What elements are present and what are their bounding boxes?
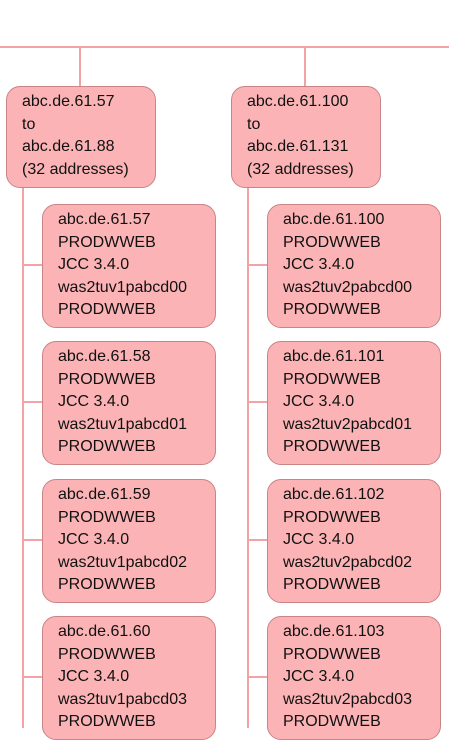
server-database: PRODWWEB bbox=[283, 713, 381, 730]
server-location: PRODWWEB bbox=[58, 508, 156, 526]
range-end: abc.de.61.88 bbox=[22, 138, 115, 155]
server-database: PRODWWEB bbox=[58, 438, 156, 455]
server-node: abc.de.61.103 PRODWWEB JCC 3.4.0 was2tuv… bbox=[267, 616, 441, 740]
range-start: abc.de.61.57 bbox=[22, 93, 115, 110]
server-driver: JCC 3.4.0 bbox=[58, 256, 130, 273]
server-node: abc.de.61.102 PRODWWEB JCC 3.4.0 was2tuv… bbox=[267, 479, 441, 603]
server-driver: JCC 3.4.0 bbox=[283, 531, 355, 548]
server-ip: abc.de.61.102 bbox=[283, 486, 385, 503]
group-2-branch-line bbox=[247, 264, 267, 266]
server-node: abc.de.61.58 PRODWWEB JCC 3.4.0 was2tuv1… bbox=[42, 341, 216, 465]
server-ip: abc.de.61.58 bbox=[58, 348, 151, 365]
server-hostname: was2tuv1pabcd03 bbox=[58, 690, 187, 708]
server-database: PRODWWEB bbox=[283, 301, 381, 318]
server-location: PRODWWEB bbox=[283, 370, 381, 388]
server-location: PRODWWEB bbox=[283, 645, 381, 663]
group-1-branch-line bbox=[22, 264, 42, 266]
range-end: abc.de.61.131 bbox=[247, 138, 349, 155]
address-range-node: abc.de.61.100 to abc.de.61.131 (32 addre… bbox=[231, 86, 381, 188]
server-ip: abc.de.61.59 bbox=[58, 486, 151, 503]
server-hostname: was2tuv1pabcd02 bbox=[58, 553, 187, 571]
server-location: PRODWWEB bbox=[283, 233, 381, 251]
group-2-branch-line bbox=[247, 539, 267, 541]
server-hostname: was2tuv2pabcd03 bbox=[283, 690, 412, 708]
top-connector-line bbox=[0, 46, 449, 48]
server-node: abc.de.61.59 PRODWWEB JCC 3.4.0 was2tuv1… bbox=[42, 479, 216, 603]
server-database: PRODWWEB bbox=[283, 438, 381, 455]
group-1-trunk-line bbox=[22, 188, 24, 728]
server-database: PRODWWEB bbox=[58, 576, 156, 593]
server-database: PRODWWEB bbox=[58, 713, 156, 730]
server-driver: JCC 3.4.0 bbox=[58, 531, 130, 548]
server-ip: abc.de.61.103 bbox=[283, 623, 385, 640]
server-node: abc.de.61.60 PRODWWEB JCC 3.4.0 was2tuv1… bbox=[42, 616, 216, 740]
server-location: PRODWWEB bbox=[58, 645, 156, 663]
server-database: PRODWWEB bbox=[283, 576, 381, 593]
server-hostname: was2tuv1pabcd00 bbox=[58, 278, 187, 296]
range-separator: to bbox=[22, 115, 36, 133]
server-node: abc.de.61.57 PRODWWEB JCC 3.4.0 was2tuv1… bbox=[42, 204, 216, 328]
range-start: abc.de.61.100 bbox=[247, 93, 349, 110]
server-driver: JCC 3.4.0 bbox=[283, 256, 355, 273]
server-driver: JCC 3.4.0 bbox=[58, 393, 130, 410]
server-location: PRODWWEB bbox=[58, 370, 156, 388]
group-2-branch-line bbox=[247, 401, 267, 403]
server-location: PRODWWEB bbox=[283, 508, 381, 526]
group-2-branch-line bbox=[247, 676, 267, 678]
server-node: abc.de.61.100 PRODWWEB JCC 3.4.0 was2tuv… bbox=[267, 204, 441, 328]
range-separator: to bbox=[247, 115, 261, 133]
server-hostname: was2tuv2pabcd01 bbox=[283, 415, 412, 433]
server-ip: abc.de.61.60 bbox=[58, 623, 151, 640]
server-ip: abc.de.61.101 bbox=[283, 348, 385, 365]
group-1-branch-line bbox=[22, 539, 42, 541]
group-1-drop-line bbox=[79, 46, 81, 86]
server-hostname: was2tuv2pabcd00 bbox=[283, 278, 412, 296]
group-2-drop-line bbox=[304, 46, 306, 86]
server-hostname: was2tuv1pabcd01 bbox=[58, 415, 187, 433]
server-driver: JCC 3.4.0 bbox=[58, 668, 130, 685]
server-node: abc.de.61.101 PRODWWEB JCC 3.4.0 was2tuv… bbox=[267, 341, 441, 465]
range-count: (32 addresses) bbox=[247, 160, 354, 178]
server-ip: abc.de.61.100 bbox=[283, 211, 385, 228]
address-range-node: abc.de.61.57 to abc.de.61.88 (32 address… bbox=[6, 86, 156, 188]
server-hostname: was2tuv2pabcd02 bbox=[283, 553, 412, 571]
server-database: PRODWWEB bbox=[58, 301, 156, 318]
group-1-branch-line bbox=[22, 676, 42, 678]
server-driver: JCC 3.4.0 bbox=[283, 668, 355, 685]
group-1-branch-line bbox=[22, 401, 42, 403]
server-ip: abc.de.61.57 bbox=[58, 211, 151, 228]
group-2-trunk-line bbox=[247, 188, 249, 728]
server-driver: JCC 3.4.0 bbox=[283, 393, 355, 410]
range-count: (32 addresses) bbox=[22, 160, 129, 178]
server-location: PRODWWEB bbox=[58, 233, 156, 251]
